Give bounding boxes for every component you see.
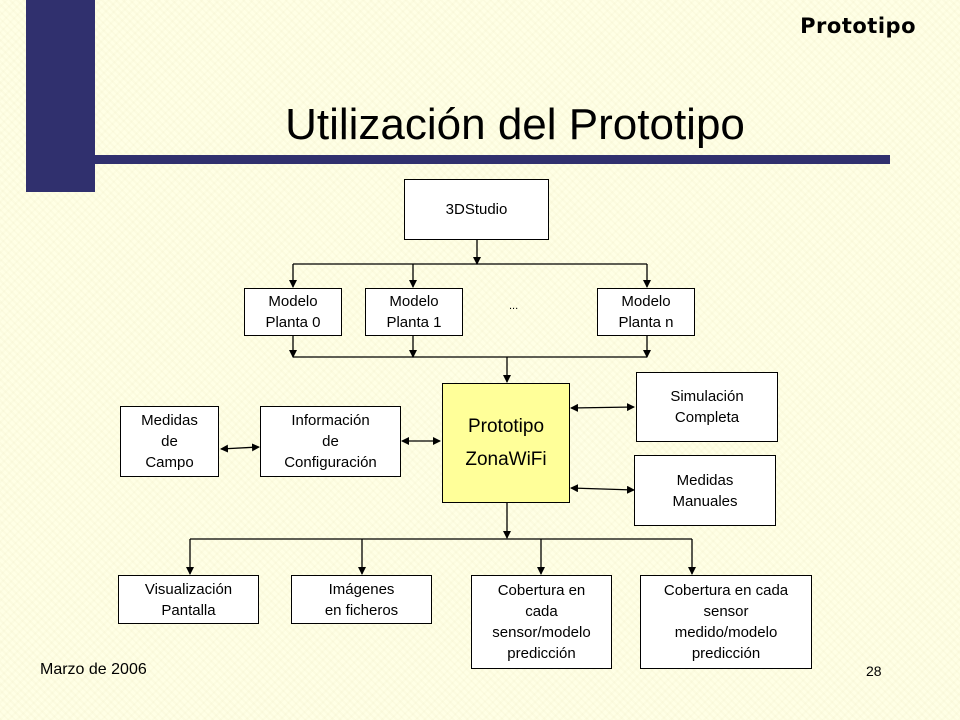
node-3dstudio: 3DStudio	[404, 179, 549, 240]
slide-title: Utilización del Prototipo	[285, 100, 745, 149]
title-accent-block	[26, 0, 95, 192]
ellipsis-more-models: ...	[509, 300, 519, 312]
edge-prototipo-simulacion	[570, 403, 635, 412]
edge-prototipo-manuales	[570, 484, 635, 494]
node-medidas-manuales: Medidas Manuales	[634, 455, 776, 526]
node-imagenes-ficheros: Imágenes en ficheros	[291, 575, 432, 624]
edge-campo-informacion	[220, 443, 260, 453]
node-medidas-de-campo: Medidas de Campo	[120, 406, 219, 477]
node-informacion-configuracion: Información de Configuración	[260, 406, 401, 477]
node-modelo-planta-n: Modelo Planta n	[597, 288, 695, 336]
node-modelo-planta-0: Modelo Planta 0	[244, 288, 342, 336]
page-number: 28	[866, 663, 882, 679]
node-simulacion-completa: Simulación Completa	[636, 372, 778, 442]
node-cobertura-prediccion: Cobertura en cada sensor/modelo predicci…	[471, 575, 612, 669]
node-visualizacion-pantalla: Visualización Pantalla	[118, 575, 259, 624]
node-prototipo-zonawifi: Prototipo ZonaWiFi	[442, 383, 570, 503]
node-cobertura-medido: Cobertura en cada sensor medido/modelo p…	[640, 575, 812, 669]
footer-date: Marzo de 2006	[40, 661, 147, 678]
section-label: Prototipo	[800, 14, 916, 38]
title-underline-bar	[95, 155, 890, 164]
node-modelo-planta-1: Modelo Planta 1	[365, 288, 463, 336]
